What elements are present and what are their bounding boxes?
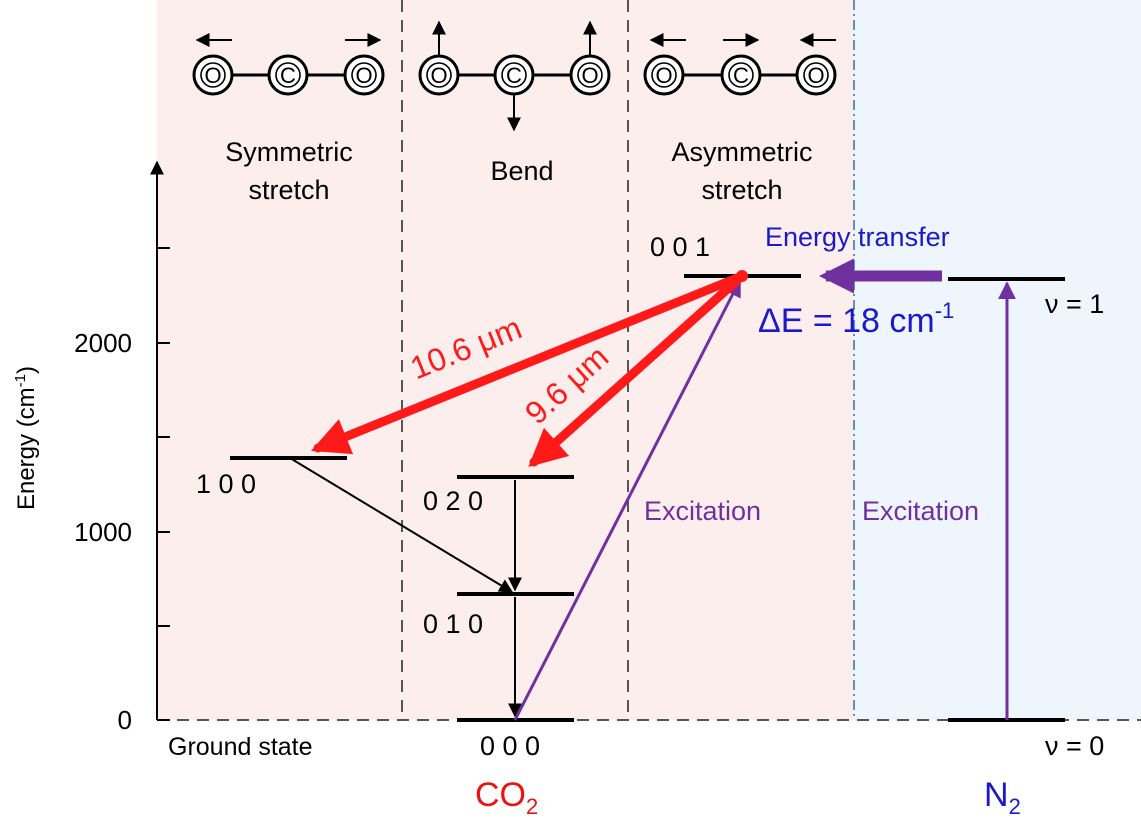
n2-label: N2: [984, 776, 1021, 819]
level-label-v0: ν = 0: [1045, 731, 1104, 761]
level-label-100: 1 0 0: [196, 469, 256, 499]
laser-arrow-10-6: [310, 271, 747, 455]
atom-o: O: [581, 63, 598, 88]
mode-title-bend: Bend: [490, 156, 553, 186]
y-tick-label: 2000: [74, 328, 132, 358]
decay-arrow-100-to-010: [289, 457, 514, 593]
delta-e-label: ΔE = 18 cm-1: [758, 298, 954, 340]
y-tick-label: 1000: [74, 517, 132, 547]
atom-c: C: [733, 63, 749, 88]
level-label-v1: ν = 1: [1045, 289, 1104, 319]
atom-o: O: [655, 63, 672, 88]
mode-title-asymmetric-1: Asymmetric: [672, 137, 813, 167]
level-label-000: 0 0 0: [480, 731, 540, 761]
atom-o: O: [807, 63, 824, 88]
mode-title-symmetric-2: stretch: [248, 175, 329, 205]
n2-background: [854, 0, 1141, 720]
ground-state-label: Ground state: [168, 733, 313, 761]
level-label-001: 0 0 1: [650, 232, 710, 262]
mode-title-asymmetric-2: stretch: [701, 175, 782, 205]
energy-transfer-label: Energy transfer: [765, 222, 950, 252]
y-tick-label: 0: [118, 705, 132, 735]
molecule-bend: O C O: [418, 20, 611, 132]
mode-title-symmetric-1: Symmetric: [225, 137, 353, 167]
atom-o: O: [355, 63, 372, 88]
level-label-010: 0 1 0: [423, 609, 483, 639]
co2-background: [157, 0, 854, 720]
atom-c: C: [506, 63, 522, 88]
level-label-020: 0 2 0: [423, 486, 483, 516]
atom-o: O: [204, 63, 221, 88]
atom-o: O: [430, 63, 447, 88]
excitation-label-co2: Excitation: [644, 496, 761, 526]
y-axis-label: Energy (cm-1): [12, 366, 40, 510]
molecule-asymmetric-stretch: O C O: [643, 33, 837, 96]
molecule-symmetric-stretch: O C O: [192, 33, 385, 96]
excitation-arrow-co2: [513, 278, 742, 721]
co2-label: CO2: [475, 776, 538, 819]
laser-origin-dot: [736, 270, 748, 282]
atom-c: C: [280, 63, 296, 88]
excitation-label-n2: Excitation: [862, 496, 979, 526]
laser-arrow-9-6: [528, 271, 747, 468]
